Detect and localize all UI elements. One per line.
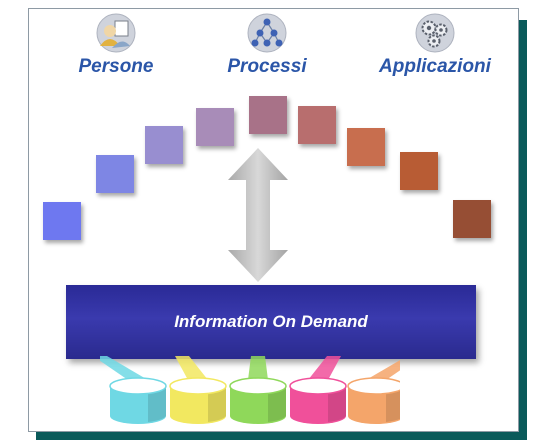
arc-square	[196, 108, 234, 146]
header-applicazioni: Applicazioni	[360, 12, 510, 78]
connector-band	[100, 356, 148, 380]
arc-square	[400, 152, 438, 190]
database-top	[169, 377, 227, 395]
arc-square	[96, 155, 134, 193]
database-top	[229, 377, 287, 395]
arc-square	[43, 202, 81, 240]
header-label: Persone	[78, 56, 154, 77]
double-arrow-icon	[228, 148, 288, 282]
arc-square	[347, 128, 385, 166]
header-processi: Processi	[192, 12, 342, 78]
arc-square	[453, 200, 491, 238]
database-shade	[328, 386, 346, 422]
database-top	[289, 377, 347, 395]
database-top	[109, 377, 167, 395]
process-network-icon	[247, 13, 287, 53]
database-yellow	[170, 386, 226, 424]
header-label: Processi	[227, 56, 307, 77]
database-pink	[290, 386, 346, 424]
connector-band	[366, 360, 400, 380]
arc-square	[298, 106, 336, 144]
header-label: Applicazioni	[379, 56, 491, 77]
database-shade	[268, 386, 286, 422]
people-icon	[96, 13, 136, 53]
database-shade	[208, 386, 226, 422]
database-shade	[148, 386, 166, 422]
gears-icon	[415, 13, 455, 53]
database-cyan	[110, 386, 166, 424]
databases	[100, 356, 400, 424]
connector-band	[175, 356, 208, 380]
database-green	[230, 386, 286, 424]
bar-label: Information On Demand	[174, 312, 368, 331]
database-orange	[348, 386, 400, 424]
header-persone: Persone	[41, 12, 191, 78]
database-top	[347, 377, 400, 395]
arc-square	[249, 96, 287, 134]
information-on-demand-bar: Information On Demand	[66, 285, 476, 359]
connector-band	[308, 356, 341, 380]
arc-square	[145, 126, 183, 164]
database-shade	[386, 387, 400, 422]
connector-band	[248, 356, 268, 380]
